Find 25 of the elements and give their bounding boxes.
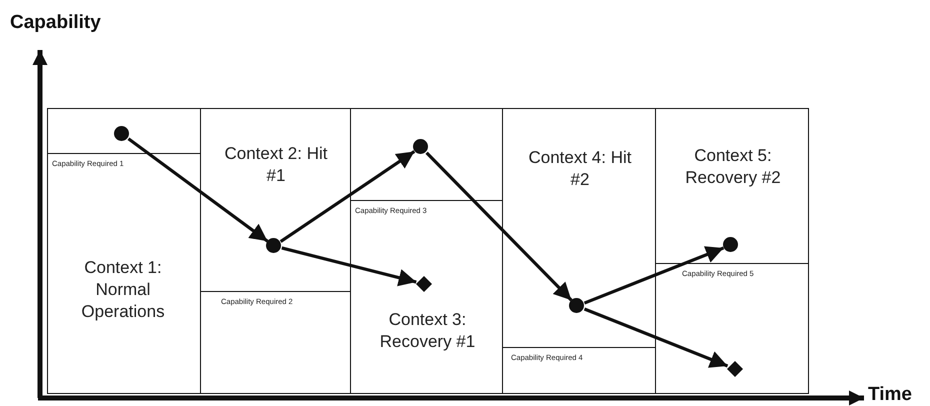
arrow [584, 307, 728, 368]
arrow [280, 150, 416, 243]
context-column [655, 108, 809, 394]
point-marker [413, 139, 428, 154]
point-marker [569, 298, 584, 313]
context-title: Context 5: Recovery #2 [684, 145, 782, 189]
context-title: Context 1: Normal Operations [80, 257, 166, 323]
context-column [200, 108, 351, 394]
arrow [128, 137, 268, 243]
point-marker [723, 237, 738, 252]
y-axis-label: Capability [10, 12, 101, 34]
x-axis-label: Time [868, 384, 912, 406]
arrow [425, 152, 573, 302]
context-column [502, 108, 656, 394]
arrow [281, 246, 417, 286]
arrow [584, 246, 724, 305]
context-column [47, 108, 201, 394]
point-marker [266, 238, 281, 253]
diamond-marker [726, 360, 742, 376]
context-title: Context 4: Hit #2 [528, 147, 632, 191]
point-marker [114, 126, 129, 141]
context-title: Context 3: Recovery #1 [378, 309, 476, 353]
diamond-marker [416, 276, 432, 292]
context-title: Context 2: Hit #1 [224, 143, 328, 187]
context-column [350, 108, 503, 394]
